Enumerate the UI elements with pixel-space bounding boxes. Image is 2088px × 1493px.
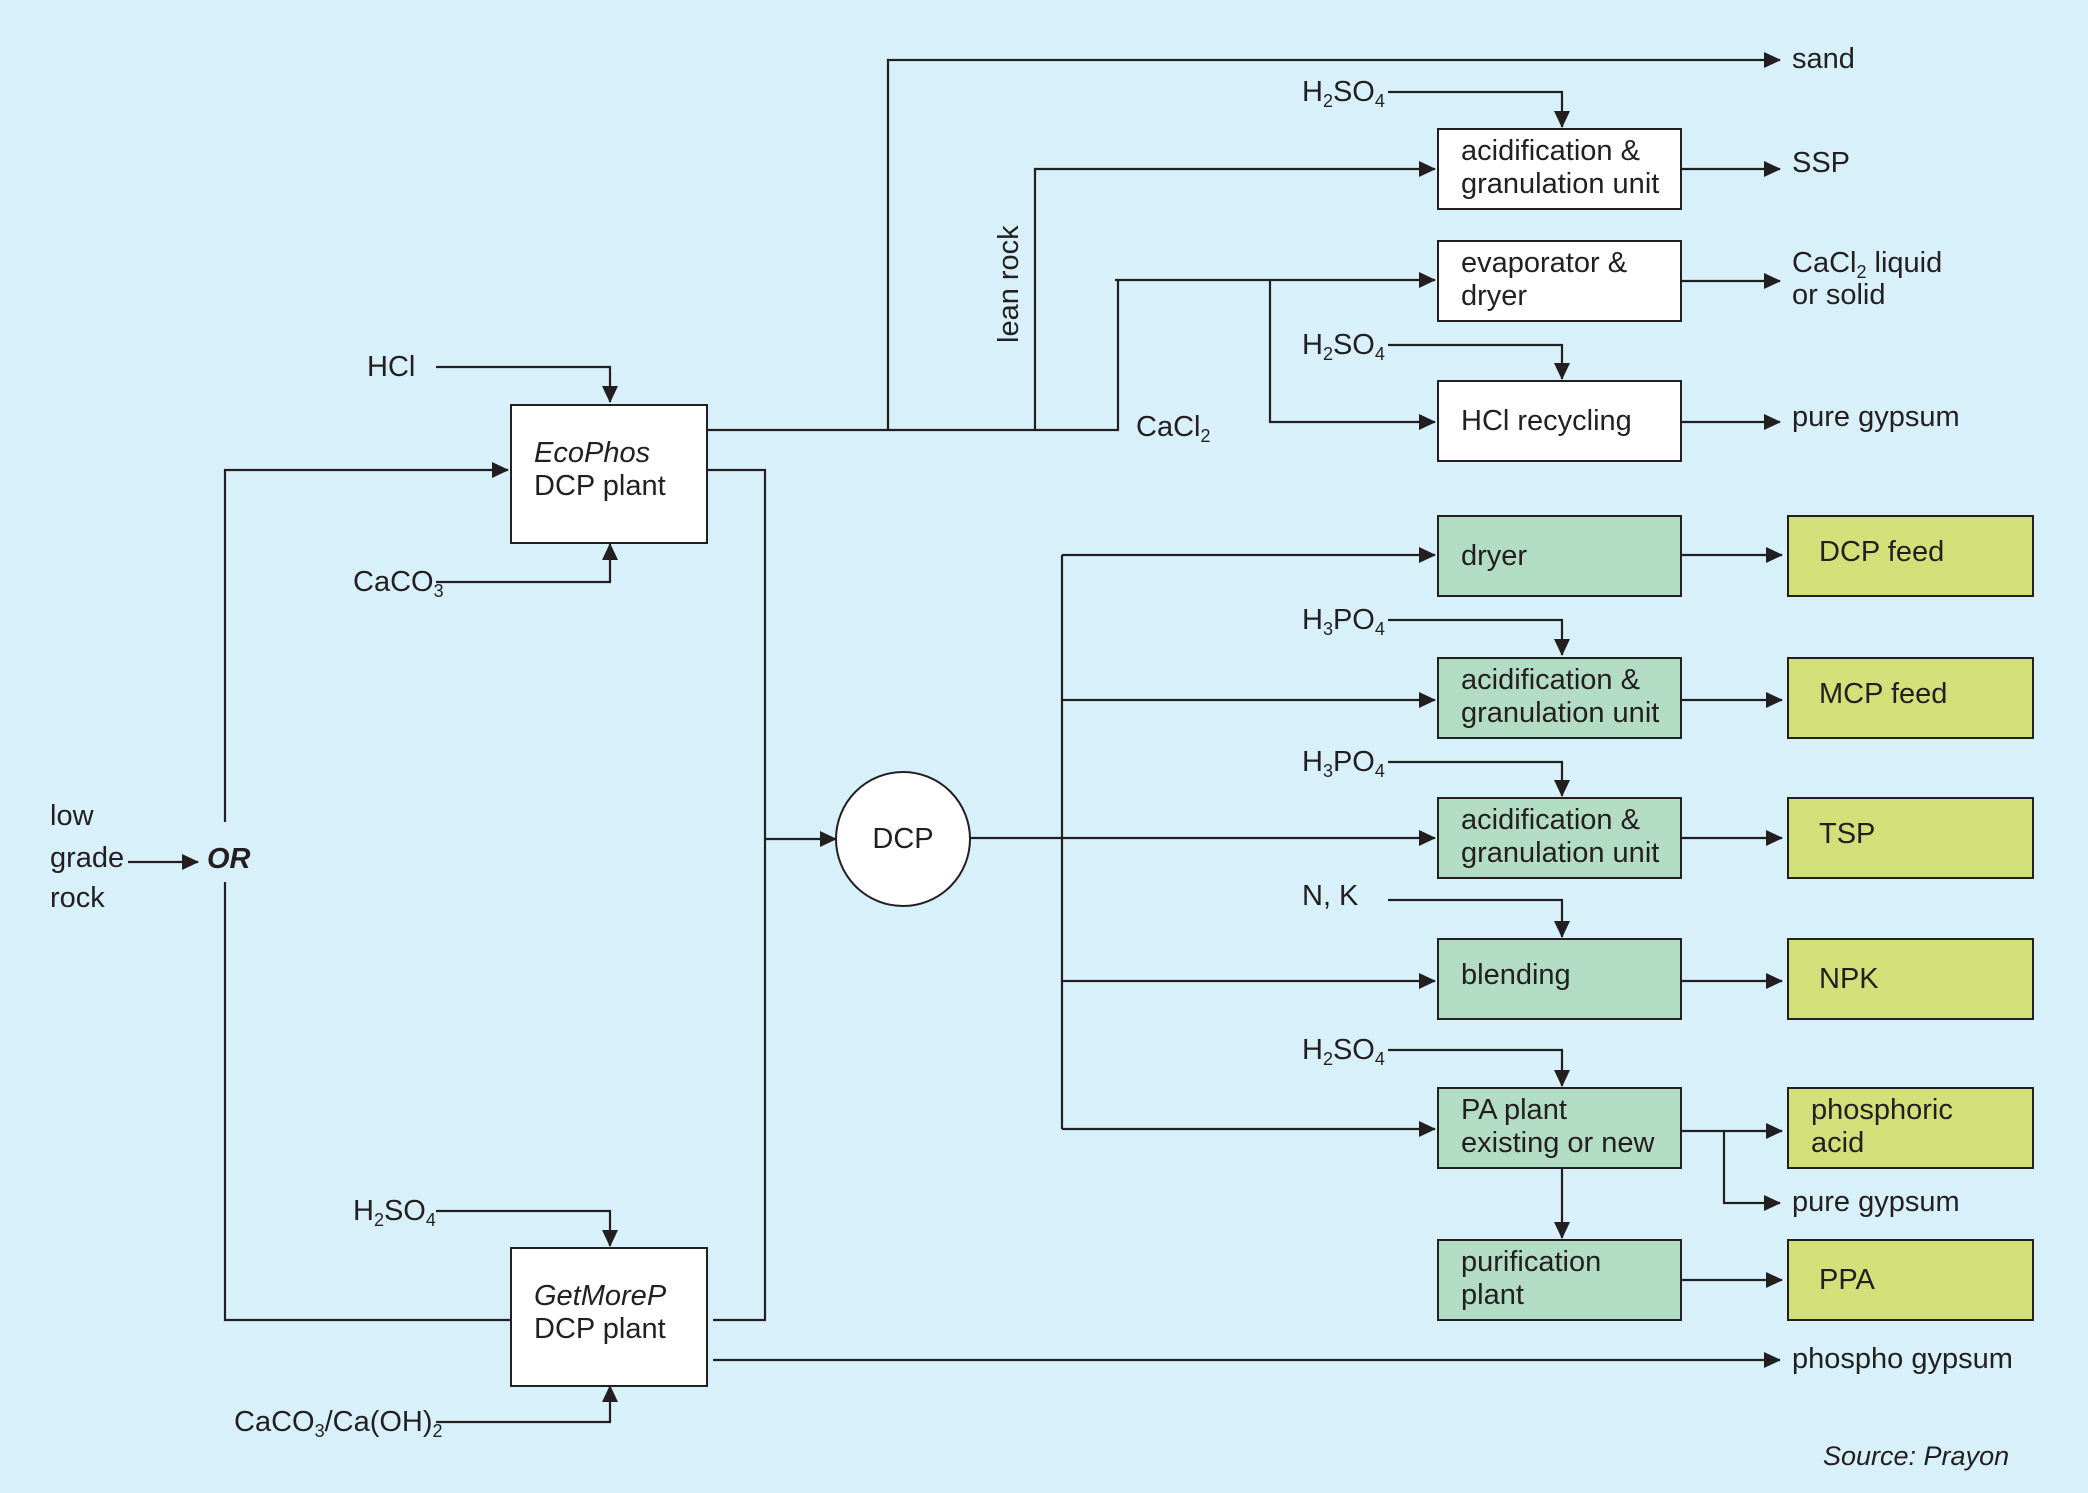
dcp-node: DCP bbox=[835, 771, 971, 907]
acidification-granulation-tsp-box: acidification & granulation unit bbox=[1437, 797, 1682, 879]
product-label: DCP feed bbox=[1819, 535, 1945, 568]
getmorep-plant-box: GetMoreP DCP plant bbox=[510, 1247, 708, 1387]
tsp-box: TSP bbox=[1787, 797, 2034, 879]
lean-rock-arrow bbox=[1033, 161, 1436, 430]
ecophos-plant-box: EcoPhos DCP plant bbox=[510, 404, 708, 544]
h2so4-pa-arrow bbox=[1388, 1048, 1570, 1087]
caco3-label: CaCO3 bbox=[353, 566, 444, 601]
h3po4-tsp-label: H3PO4 bbox=[1302, 746, 1385, 781]
getmorep-name: GetMoreP bbox=[534, 1280, 667, 1312]
purification-plant-box: purification plant bbox=[1437, 1239, 1682, 1321]
unit-label: blending bbox=[1461, 958, 1571, 991]
nk-label: N, K bbox=[1302, 880, 1359, 912]
getmorep-sub: DCP plant bbox=[534, 1313, 666, 1345]
rock-label-line2: grade bbox=[50, 842, 125, 874]
unit-label-line1: evaporator & bbox=[1461, 247, 1628, 279]
hcl-arrow bbox=[436, 365, 618, 403]
pure-gypsum-top-label: pure gypsum bbox=[1792, 401, 1960, 433]
rock-label-line1: low bbox=[50, 800, 94, 832]
or-to-ecophos-arrow bbox=[223, 462, 509, 822]
caco3-arrow bbox=[436, 543, 618, 584]
dryer-box: dryer bbox=[1437, 515, 1682, 597]
pure-gypsum-bottom-arrow bbox=[1722, 1131, 1781, 1211]
h2so4-top-arrow bbox=[1388, 90, 1570, 128]
product-label: MCP feed bbox=[1819, 677, 1948, 710]
ssp-label: SSP bbox=[1792, 147, 1851, 179]
nk-arrow bbox=[1388, 898, 1570, 938]
sand-label: sand bbox=[1792, 43, 1855, 75]
ecophos-name: EcoPhos bbox=[534, 437, 651, 469]
evaporator-dryer-box: evaporator & dryer bbox=[1437, 240, 1682, 322]
h2so4-top-label: H2SO4 bbox=[1302, 76, 1385, 111]
h2so4-hcl-label: H2SO4 bbox=[1302, 329, 1385, 364]
unit-label-line2: existing or new bbox=[1461, 1127, 1655, 1159]
to-sand-arrow bbox=[886, 52, 1781, 430]
acidification-granulation-ssp-box: acidification & granulation unit bbox=[1437, 128, 1682, 210]
rock-label-line3: rock bbox=[50, 882, 105, 914]
hcl-recycling-box: HCl recycling bbox=[1437, 380, 1682, 462]
source-credit: Source: Prayon bbox=[1823, 1441, 2010, 1471]
ppa-box: PPA bbox=[1787, 1239, 2034, 1321]
product-label: NPK bbox=[1819, 962, 1879, 995]
npk-box: NPK bbox=[1787, 938, 2034, 1020]
product-label-line2: acid bbox=[1811, 1127, 1865, 1159]
or-label: OR bbox=[207, 843, 251, 875]
lean-rock-label: lean rock bbox=[993, 225, 1025, 343]
unit-label-line1: acidification & bbox=[1461, 135, 1640, 167]
unit-label: dryer bbox=[1461, 539, 1528, 572]
h2so4-getmorep-arrow bbox=[436, 1209, 618, 1247]
product-label: PPA bbox=[1819, 1263, 1875, 1296]
unit-label-line2: dryer bbox=[1461, 280, 1528, 312]
h3po4-mcp-label: H3PO4 bbox=[1302, 604, 1385, 639]
cacl2-label: CaCl2 bbox=[1136, 411, 1211, 446]
or-to-getmorep-line bbox=[223, 882, 510, 1322]
product-label-line1: phosphoric bbox=[1811, 1094, 1953, 1126]
cacl2-product-label-line2: or solid bbox=[1792, 279, 1886, 311]
h3po4-tsp-arrow bbox=[1388, 760, 1570, 797]
dcp-feed-box: DCP feed bbox=[1787, 515, 2034, 597]
h2so4-pa-label: H2SO4 bbox=[1302, 1034, 1385, 1069]
h2so4-hcl-arrow bbox=[1388, 343, 1570, 380]
unit-label-line1: purification bbox=[1461, 1246, 1602, 1278]
pure-gypsum-bottom-label: pure gypsum bbox=[1792, 1186, 1960, 1218]
phosphoric-acid-box: phosphoric acid bbox=[1787, 1087, 2034, 1169]
cacl2-product-label-line1: CaCl2 liquid bbox=[1792, 247, 1943, 282]
unit-label-line2: granulation unit bbox=[1461, 168, 1660, 200]
caoh2-arrow bbox=[436, 1385, 618, 1424]
acidification-granulation-mcp-box: acidification & granulation unit bbox=[1437, 657, 1682, 739]
caco3-caoh2-label: CaCO3/Ca(OH)2 bbox=[234, 1406, 443, 1441]
unit-label-line2: plant bbox=[1461, 1279, 1524, 1311]
unit-label-line1: PA plant bbox=[1461, 1094, 1567, 1126]
h3po4-mcp-arrow bbox=[1388, 618, 1570, 656]
hcl-label: HCl bbox=[367, 351, 416, 383]
unit-label-line2: granulation unit bbox=[1461, 837, 1660, 869]
phospho-gypsum-label: phospho gypsum bbox=[1792, 1343, 2013, 1375]
unit-label-line1: acidification & bbox=[1461, 804, 1640, 836]
unit-label-line2: granulation unit bbox=[1461, 697, 1660, 729]
unit-label: HCl recycling bbox=[1461, 404, 1632, 437]
ecophos-output-line bbox=[708, 280, 1120, 432]
unit-label-line1: acidification & bbox=[1461, 664, 1640, 696]
h2so4-getmorep-label: H2SO4 bbox=[353, 1195, 436, 1230]
blending-box: blending bbox=[1437, 938, 1682, 1020]
pa-plant-box: PA plant existing or new bbox=[1437, 1087, 1682, 1169]
cacl2-to-hcl-recycling-arrow bbox=[1268, 280, 1436, 430]
ecophos-to-dcp-line bbox=[708, 468, 767, 1322]
mcp-feed-box: MCP feed bbox=[1787, 657, 2034, 739]
ecophos-sub: DCP plant bbox=[534, 470, 666, 502]
product-label: TSP bbox=[1819, 817, 1876, 850]
